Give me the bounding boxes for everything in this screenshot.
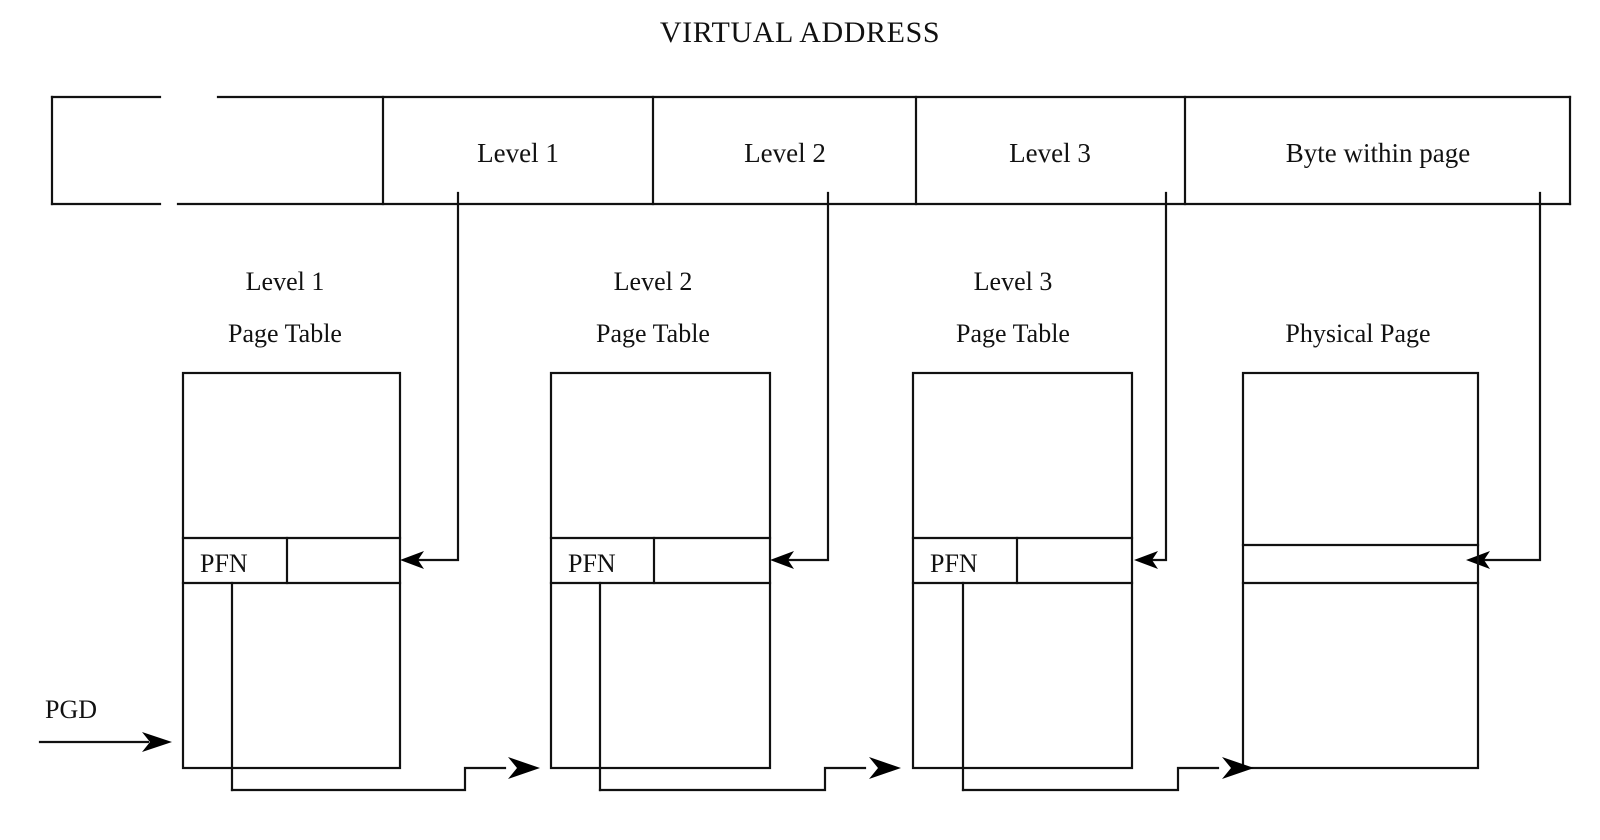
- level-3-page-table-caption-line1: Level 3: [974, 267, 1053, 296]
- level-2-page-table-caption-line2: Page Table: [596, 319, 710, 348]
- level-2-page-table: Level 2 Page Table PFN: [549, 267, 772, 792]
- level-1-table-box: [181, 371, 402, 770]
- walk-arrowhead-physical-page: [1222, 757, 1254, 779]
- level-1-page-table-caption-line2: Page Table: [228, 319, 342, 348]
- level-2-table-box: [549, 371, 772, 770]
- unused-bits-field: [50, 95, 162, 206]
- page-title: VIRTUAL ADDRESS: [660, 16, 940, 49]
- level-2-pfn-label: PFN: [568, 549, 616, 578]
- byte-within-page-field-label: Byte within page: [1286, 138, 1470, 168]
- level-1-page-table: Level 1 Page Table PFN: [181, 267, 402, 792]
- level-2-page-table-caption-line1: Level 2: [614, 267, 693, 296]
- walk-arrowhead-level3: [869, 757, 901, 779]
- level-3-page-table: Level 3 Page Table PFN: [911, 267, 1134, 792]
- level-1-pfn-label: PFN: [200, 549, 248, 578]
- level-3-table-box: [911, 371, 1134, 770]
- level-3-page-table-caption-line2: Page Table: [956, 319, 1070, 348]
- level-3-index-arrowhead: [1134, 551, 1158, 569]
- physical-page-box: [1241, 371, 1480, 770]
- level-2-index-arrowhead: [770, 551, 794, 569]
- walk-arrowhead-level2: [508, 757, 540, 779]
- level-1-index-connector: [400, 191, 460, 569]
- level-1-field-label: Level 1: [477, 138, 559, 168]
- pgd-pointer: PGD: [38, 695, 172, 752]
- level-3-field-label: Level 3: [1009, 138, 1091, 168]
- physical-page: Physical Page: [1241, 319, 1480, 770]
- pgd-arrowhead: [142, 732, 172, 752]
- level-2-field-label: Level 2: [744, 138, 826, 168]
- walk-connector-level1-to-level2: [230, 757, 540, 792]
- walk-connector-level3-to-physical-page: [961, 757, 1254, 792]
- physical-page-caption: Physical Page: [1285, 319, 1430, 348]
- pgd-label: PGD: [45, 695, 97, 724]
- virtual-address-bar: Level 1 Level 2 Level 3 Byte within page: [50, 95, 1572, 206]
- level-3-index-connector: [1134, 191, 1168, 569]
- level-1-index-arrowhead: [400, 551, 424, 569]
- walk-connector-level2-to-level3: [598, 757, 901, 792]
- level-2-index-connector: [770, 191, 830, 569]
- level-3-pfn-label: PFN: [930, 549, 978, 578]
- level-1-page-table-caption-line1: Level 1: [246, 267, 325, 296]
- address-bar-rails: [176, 95, 1572, 206]
